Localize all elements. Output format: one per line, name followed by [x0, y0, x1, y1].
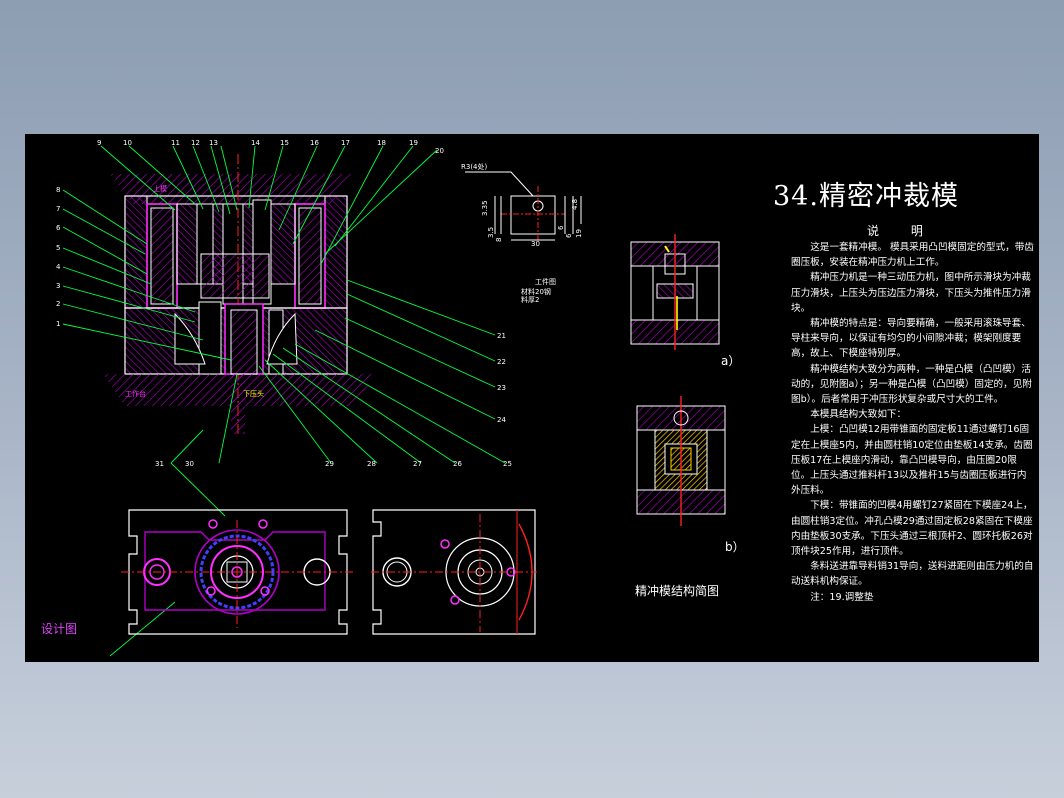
svg-text:8: 8: [495, 238, 503, 242]
drawing-title: 34.精密冲裁模: [773, 181, 959, 212]
figure-b: [636, 396, 726, 526]
svg-text:21: 21: [497, 332, 506, 340]
svg-text:22: 22: [497, 358, 506, 366]
svg-text:R3(4处): R3(4处): [461, 162, 488, 171]
svg-text:15: 15: [280, 139, 289, 147]
structure-caption: 精冲模结构简图: [635, 584, 720, 598]
svg-text:19: 19: [575, 229, 583, 238]
svg-text:20: 20: [435, 147, 444, 155]
figure-a: [630, 234, 720, 350]
description-paragraph: 条料送进靠导料销31导向，送料进距则由压力机的自动送料机构保证。: [791, 561, 1034, 588]
svg-text:7: 7: [56, 205, 60, 213]
svg-text:28: 28: [367, 460, 376, 468]
svg-text:3: 3: [56, 282, 60, 290]
svg-text:16: 16: [310, 139, 319, 147]
description-paragraph: 上模：凸凹模12用带锥面的固定板11通过螺钉16固定在上模座5内，并由圆柱销10…: [791, 424, 1033, 497]
svg-text:26: 26: [453, 460, 462, 468]
svg-text:1: 1: [56, 320, 60, 328]
svg-text:3.5: 3.5: [487, 227, 495, 238]
design-label: 设计图: [41, 622, 78, 636]
svg-text:19: 19: [409, 139, 418, 147]
svg-text:4.8: 4.8: [571, 199, 579, 210]
description-paragraph: 精冲模的特点是：导向要精确，一般采用滚珠导套、导柱来导向，以保证有均匀的小间隙冲…: [791, 318, 1031, 360]
svg-text:12: 12: [191, 139, 200, 147]
figure-b-label: b）: [725, 540, 745, 554]
svg-text:27: 27: [413, 460, 422, 468]
svg-text:工件图: 工件图: [535, 277, 556, 286]
svg-text:材料: 材料: [521, 287, 535, 296]
svg-text:10: 10: [123, 139, 132, 147]
description-heading: 说 明: [867, 224, 937, 238]
svg-text:2: 2: [535, 296, 539, 304]
svg-text:30: 30: [185, 460, 194, 468]
upper-plan-view: [371, 509, 537, 635]
svg-text:11: 11: [171, 139, 180, 147]
svg-text:下压头: 下压头: [243, 389, 264, 398]
description-note: 注：19.调整垫: [810, 591, 874, 603]
svg-text:24: 24: [497, 416, 506, 424]
workpiece-drawing: [465, 171, 582, 242]
svg-text:20钢: 20钢: [535, 287, 551, 296]
svg-text:6: 6: [557, 225, 565, 230]
svg-text:17: 17: [341, 139, 350, 147]
svg-text:31: 31: [155, 460, 164, 468]
description-paragraph: 这是一套精冲模。 模具采用凸凹模固定的型式，带齿圈压板，安装在精冲压力机上工作。: [791, 242, 1034, 269]
svg-text:3.35: 3.35: [481, 200, 489, 216]
svg-text:料厚: 料厚: [521, 295, 535, 304]
svg-text:6: 6: [565, 233, 573, 238]
svg-text:14: 14: [251, 139, 260, 147]
svg-text:29: 29: [325, 460, 334, 468]
lower-plan-view: [121, 509, 355, 635]
leader-lines: [62, 145, 506, 657]
svg-text:6: 6: [56, 224, 61, 232]
svg-text:上模: 上模: [153, 184, 167, 193]
svg-text:工作台: 工作台: [125, 389, 146, 398]
figure-a-label: a）: [721, 354, 741, 368]
svg-text:18: 18: [377, 139, 386, 147]
description-paragraph: 精冲模结构大致分为两种，一种是凸模（凸凹模）活动的，见附图a）；另一种是凸模（凸…: [791, 363, 1032, 406]
description-text: 这是一套精冲模。 模具采用凸凹模固定的型式，带齿圈压板，安装在精冲压力机上工作。…: [791, 240, 1036, 605]
description-paragraph: 本模具结构大致如下：: [810, 409, 907, 421]
svg-text:8: 8: [56, 186, 60, 194]
svg-text:25: 25: [503, 460, 512, 468]
svg-text:23: 23: [497, 384, 506, 392]
svg-text:13: 13: [209, 139, 218, 147]
svg-text:4: 4: [56, 263, 61, 271]
workpiece-dims: R3(4处) 3.35 4.8 3.5 8 6 30 6 19 工件图 材料 2…: [125, 162, 583, 398]
description-paragraph: 下模：带锥面的凹模4用螺钉27紧固在下模座24上，由圆柱销3定位。冲孔凸模29通…: [791, 500, 1033, 558]
svg-text:5: 5: [56, 244, 60, 252]
svg-text:9: 9: [97, 139, 101, 147]
svg-text:30: 30: [531, 240, 540, 248]
svg-text:2: 2: [56, 300, 60, 308]
description-paragraph: 精冲压力机是一种三动压力机，图中所示滑块为冲裁压力滑块，上压头为压边压力滑块，下…: [791, 272, 1031, 314]
